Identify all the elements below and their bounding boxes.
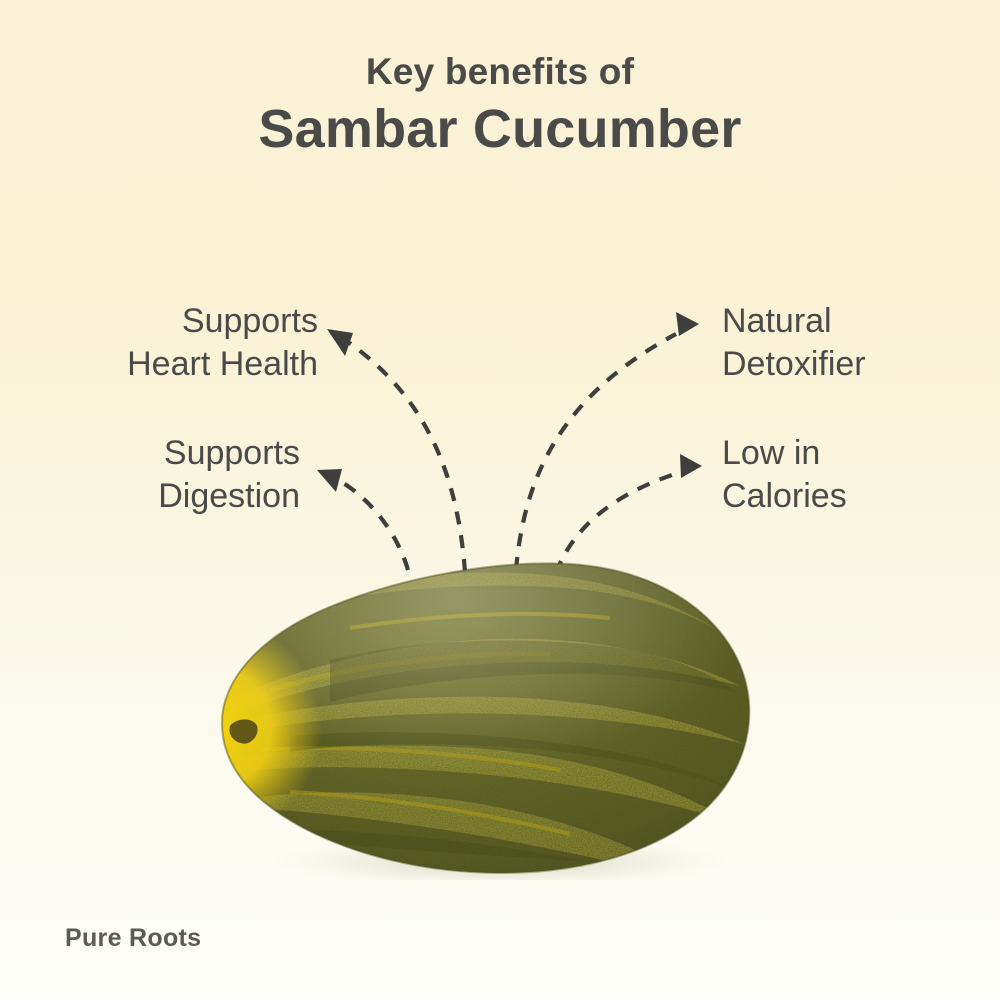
title-main: Sambar Cucumber bbox=[258, 98, 742, 159]
cucumber-illustration bbox=[220, 562, 751, 880]
brand-footer: Pure Roots bbox=[65, 924, 202, 952]
benefit-label-detoxifier: Natural Detoxifier bbox=[722, 302, 866, 383]
benefit-label-low-calories: Low in Calories bbox=[722, 434, 847, 515]
cucumber-outline bbox=[220, 562, 751, 874]
connector-arrow-detoxifier bbox=[513, 312, 699, 571]
title-eyebrow: Key benefits of bbox=[365, 51, 635, 92]
benefit-label-digestion: Supports Digestion bbox=[158, 434, 300, 515]
cucumber-body bbox=[222, 563, 750, 873]
connector-arrow-heart-health bbox=[327, 329, 468, 573]
sambar-cucumber-image bbox=[200, 540, 770, 880]
page-title: Key benefits of Sambar Cucumber bbox=[0, 51, 1000, 163]
benefit-label-heart-health: Supports Heart Health bbox=[127, 302, 318, 383]
